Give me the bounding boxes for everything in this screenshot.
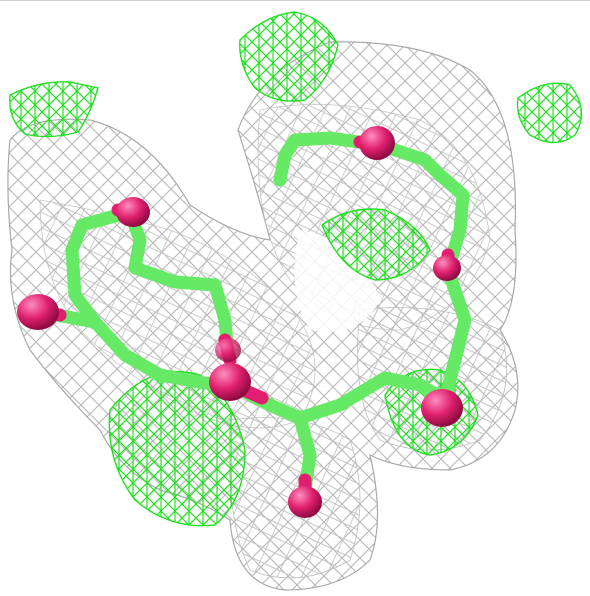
oxygen-atom [433, 255, 461, 281]
oxygen-atom [359, 126, 395, 160]
oxygen-atom [288, 486, 322, 518]
top-divider [0, 0, 590, 1]
oxygen-atom [421, 389, 463, 427]
oxygen-atoms [17, 126, 463, 518]
difference-mesh [9, 11, 583, 527]
oxygen-atom [17, 294, 59, 330]
oxygen-atom [209, 363, 251, 401]
oxygen-atom [116, 197, 150, 227]
oxygen-atom [215, 338, 241, 362]
